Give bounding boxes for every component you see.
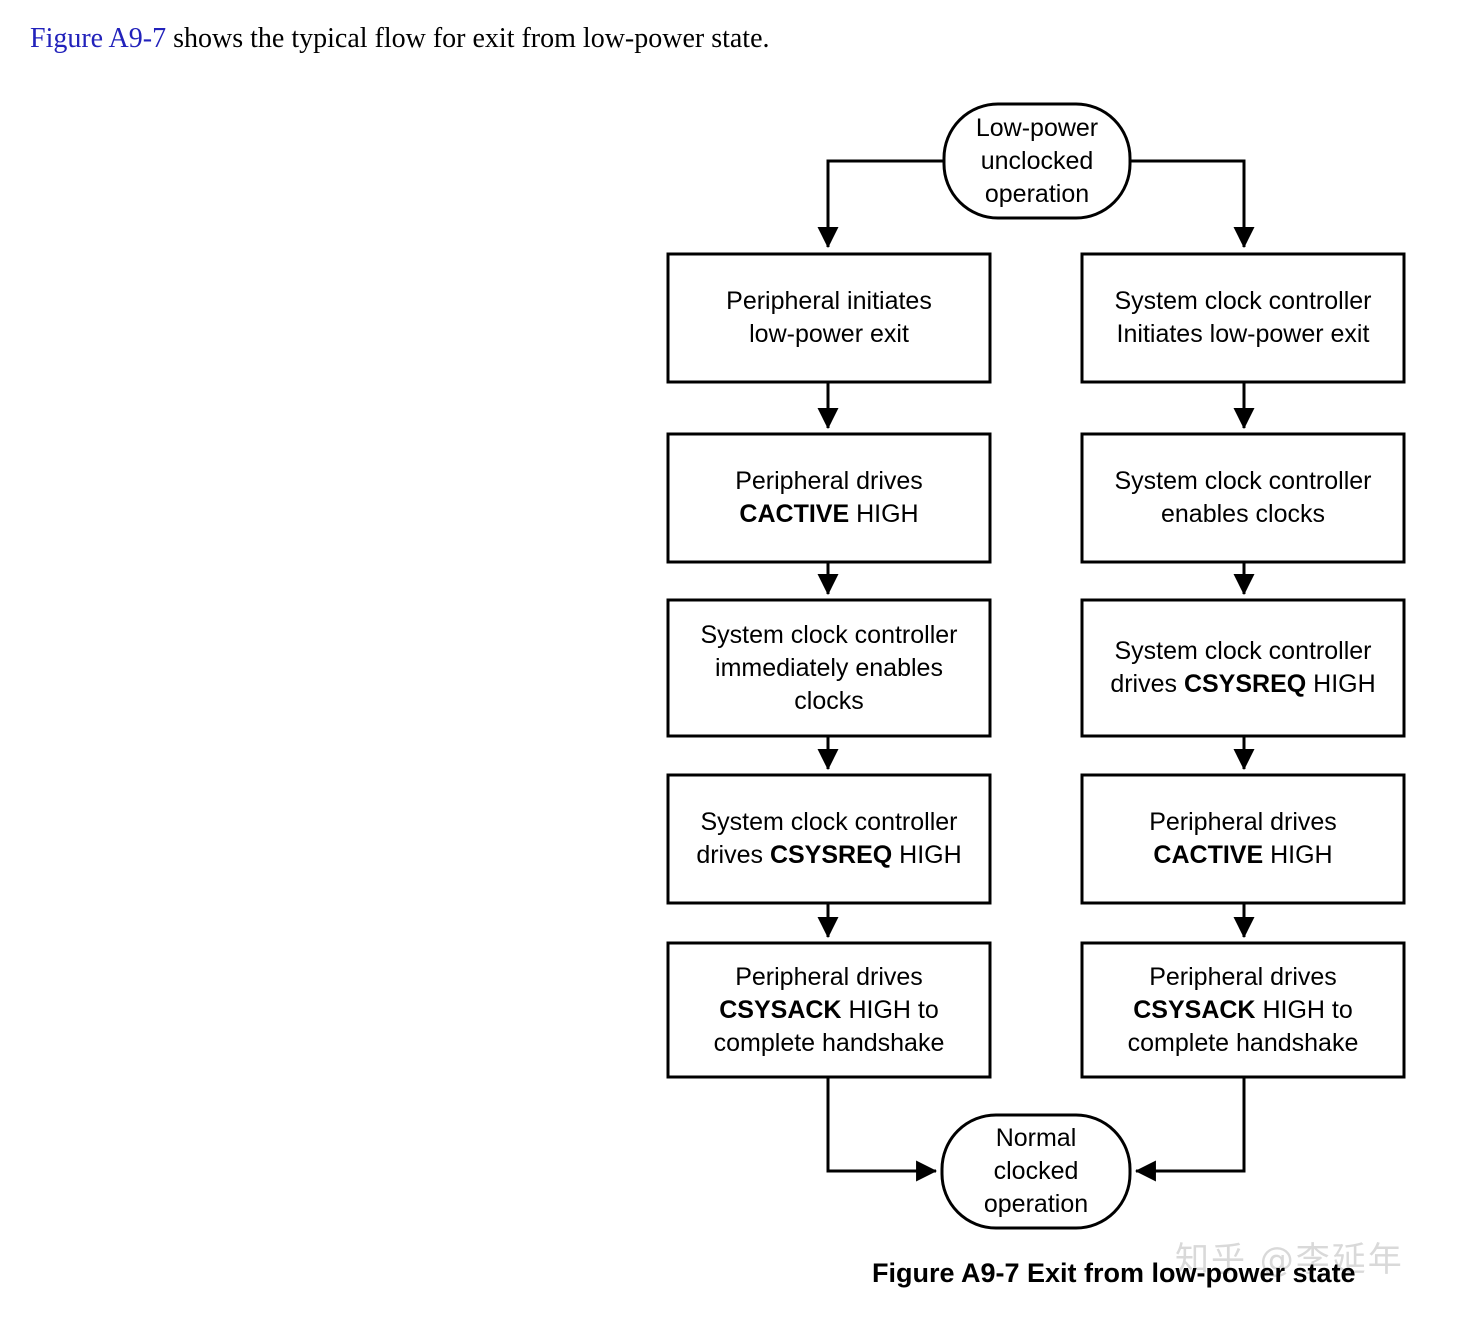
intro-text: shows the typical flow for exit from low… bbox=[166, 23, 770, 54]
edge-start-to-right-step1 bbox=[1130, 159, 1255, 249]
right-step-3-box bbox=[1080, 598, 1406, 738]
left-step-3-box bbox=[666, 598, 992, 738]
right-step-5-box bbox=[1080, 941, 1406, 1079]
start-node-shape bbox=[942, 102, 1132, 220]
edge-start-to-left-step1 bbox=[817, 159, 944, 249]
figure-crossref-link[interactable]: Figure A9-7 bbox=[30, 23, 167, 54]
figure-caption: Figure A9-7 Exit from low-power state bbox=[872, 1258, 1356, 1288]
edge-right-5-to-end bbox=[1134, 1077, 1246, 1182]
right-step-1-box bbox=[1080, 252, 1406, 384]
left-step-4-box bbox=[666, 773, 992, 905]
intro-paragraph: Figure A9-7 shows the typical flow for e… bbox=[30, 20, 770, 58]
right-step-4-box bbox=[1080, 773, 1406, 905]
left-step-2-box bbox=[666, 432, 992, 564]
left-step-5-box bbox=[666, 941, 992, 1079]
end-node-shape bbox=[940, 1113, 1132, 1230]
left-step-1-box bbox=[666, 252, 992, 384]
edge-left-5-to-end bbox=[826, 1077, 938, 1182]
right-step-2-box bbox=[1080, 432, 1406, 564]
